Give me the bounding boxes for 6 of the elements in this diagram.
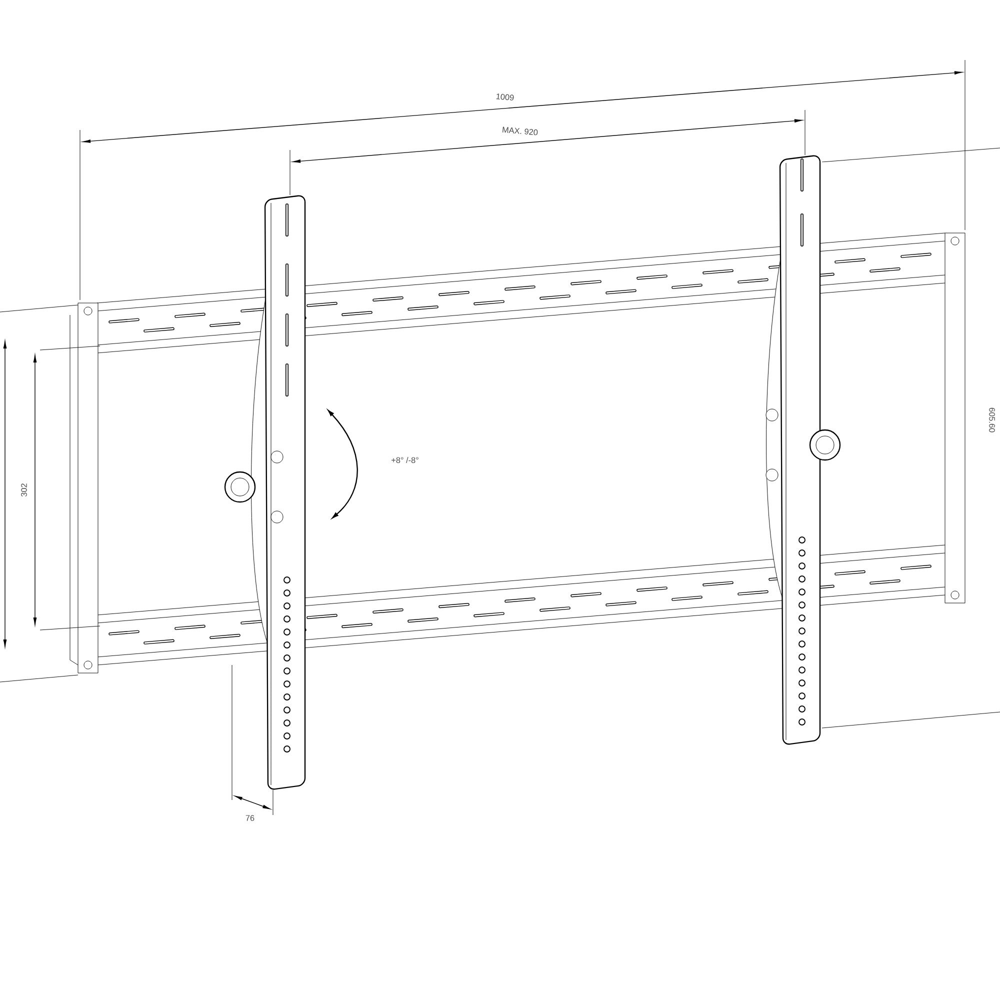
dimension-label: 76 [246, 815, 254, 821]
dimension-label: 1009 [496, 94, 514, 100]
dimension-label: 605.60 [989, 408, 995, 432]
dimension-label: 302 [21, 484, 27, 497]
dimension-label: MAX. 920 [502, 126, 538, 136]
dimension-label: +8° /-8° [392, 457, 418, 463]
